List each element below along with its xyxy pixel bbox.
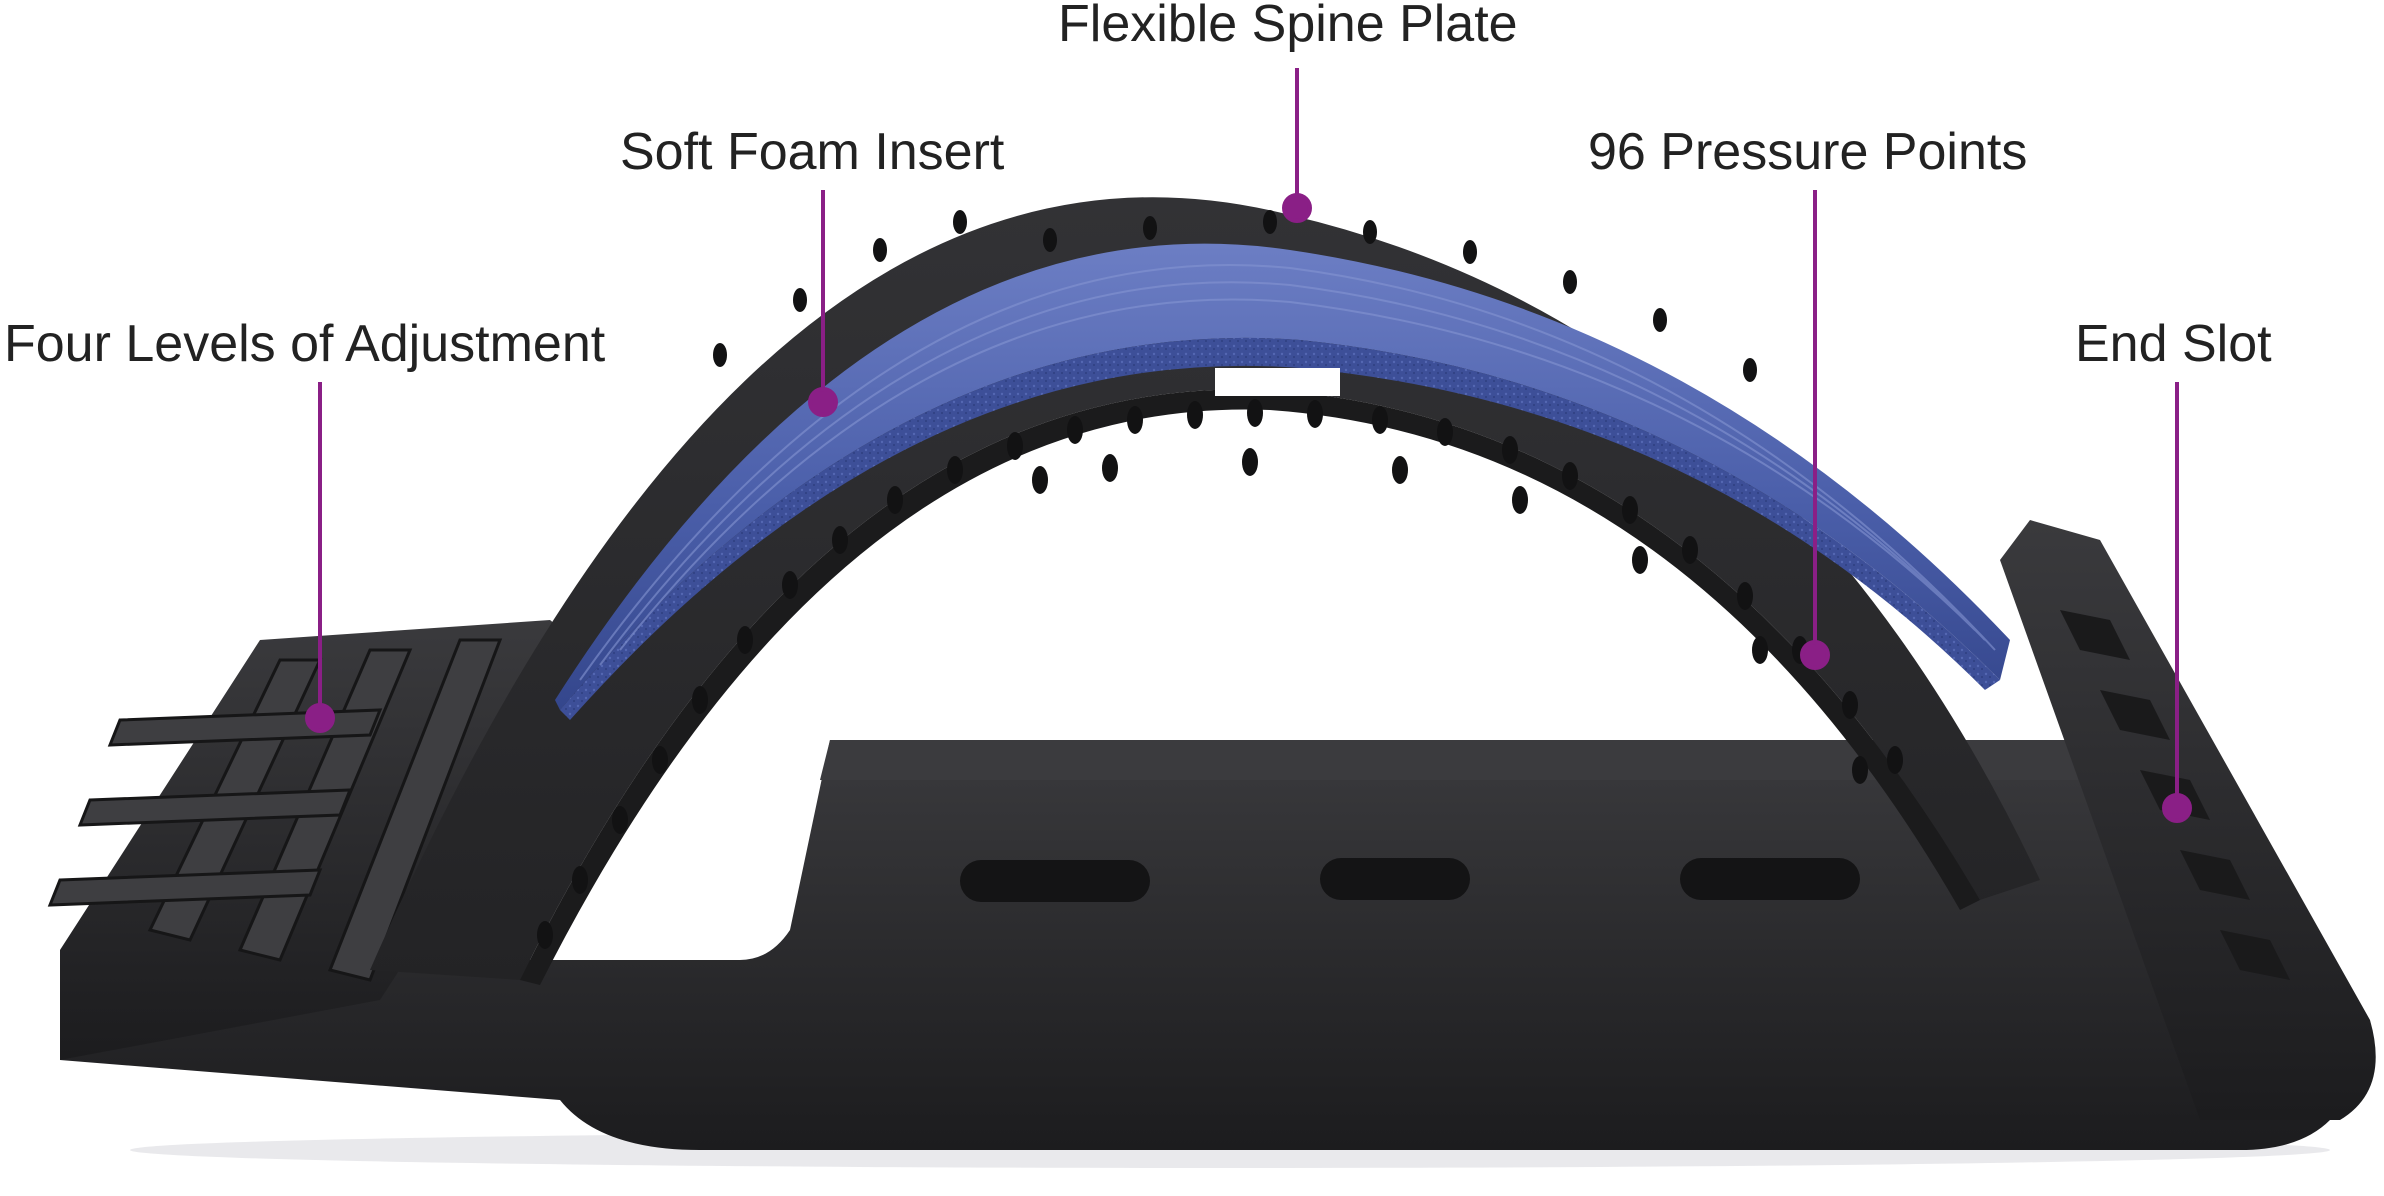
foam-grooves bbox=[579, 264, 1996, 681]
base-slot bbox=[1320, 858, 1470, 900]
foam-insert bbox=[555, 243, 2010, 710]
label-soft-foam-insert: Soft Foam Insert bbox=[620, 123, 1005, 181]
pressure-point-nubs bbox=[537, 210, 1903, 949]
label-four-levels-adjustment: Four Levels of Adjustment bbox=[4, 315, 606, 373]
arch-opening bbox=[810, 505, 1700, 740]
callout-leaders bbox=[305, 68, 2192, 823]
label-pressure-points: 96 Pressure Points bbox=[1588, 123, 2028, 181]
label-flexible-spine-plate: Flexible Spine Plate bbox=[1058, 0, 1518, 53]
base-frame bbox=[60, 740, 2345, 1150]
base-slot bbox=[960, 860, 1150, 902]
base-slot bbox=[1680, 858, 1860, 900]
foam-insert-edge bbox=[560, 337, 2000, 720]
foam-label-tab bbox=[1215, 368, 1340, 396]
base-frame-top-edge bbox=[820, 740, 2190, 780]
label-end-slot: End Slot bbox=[2075, 315, 2272, 373]
